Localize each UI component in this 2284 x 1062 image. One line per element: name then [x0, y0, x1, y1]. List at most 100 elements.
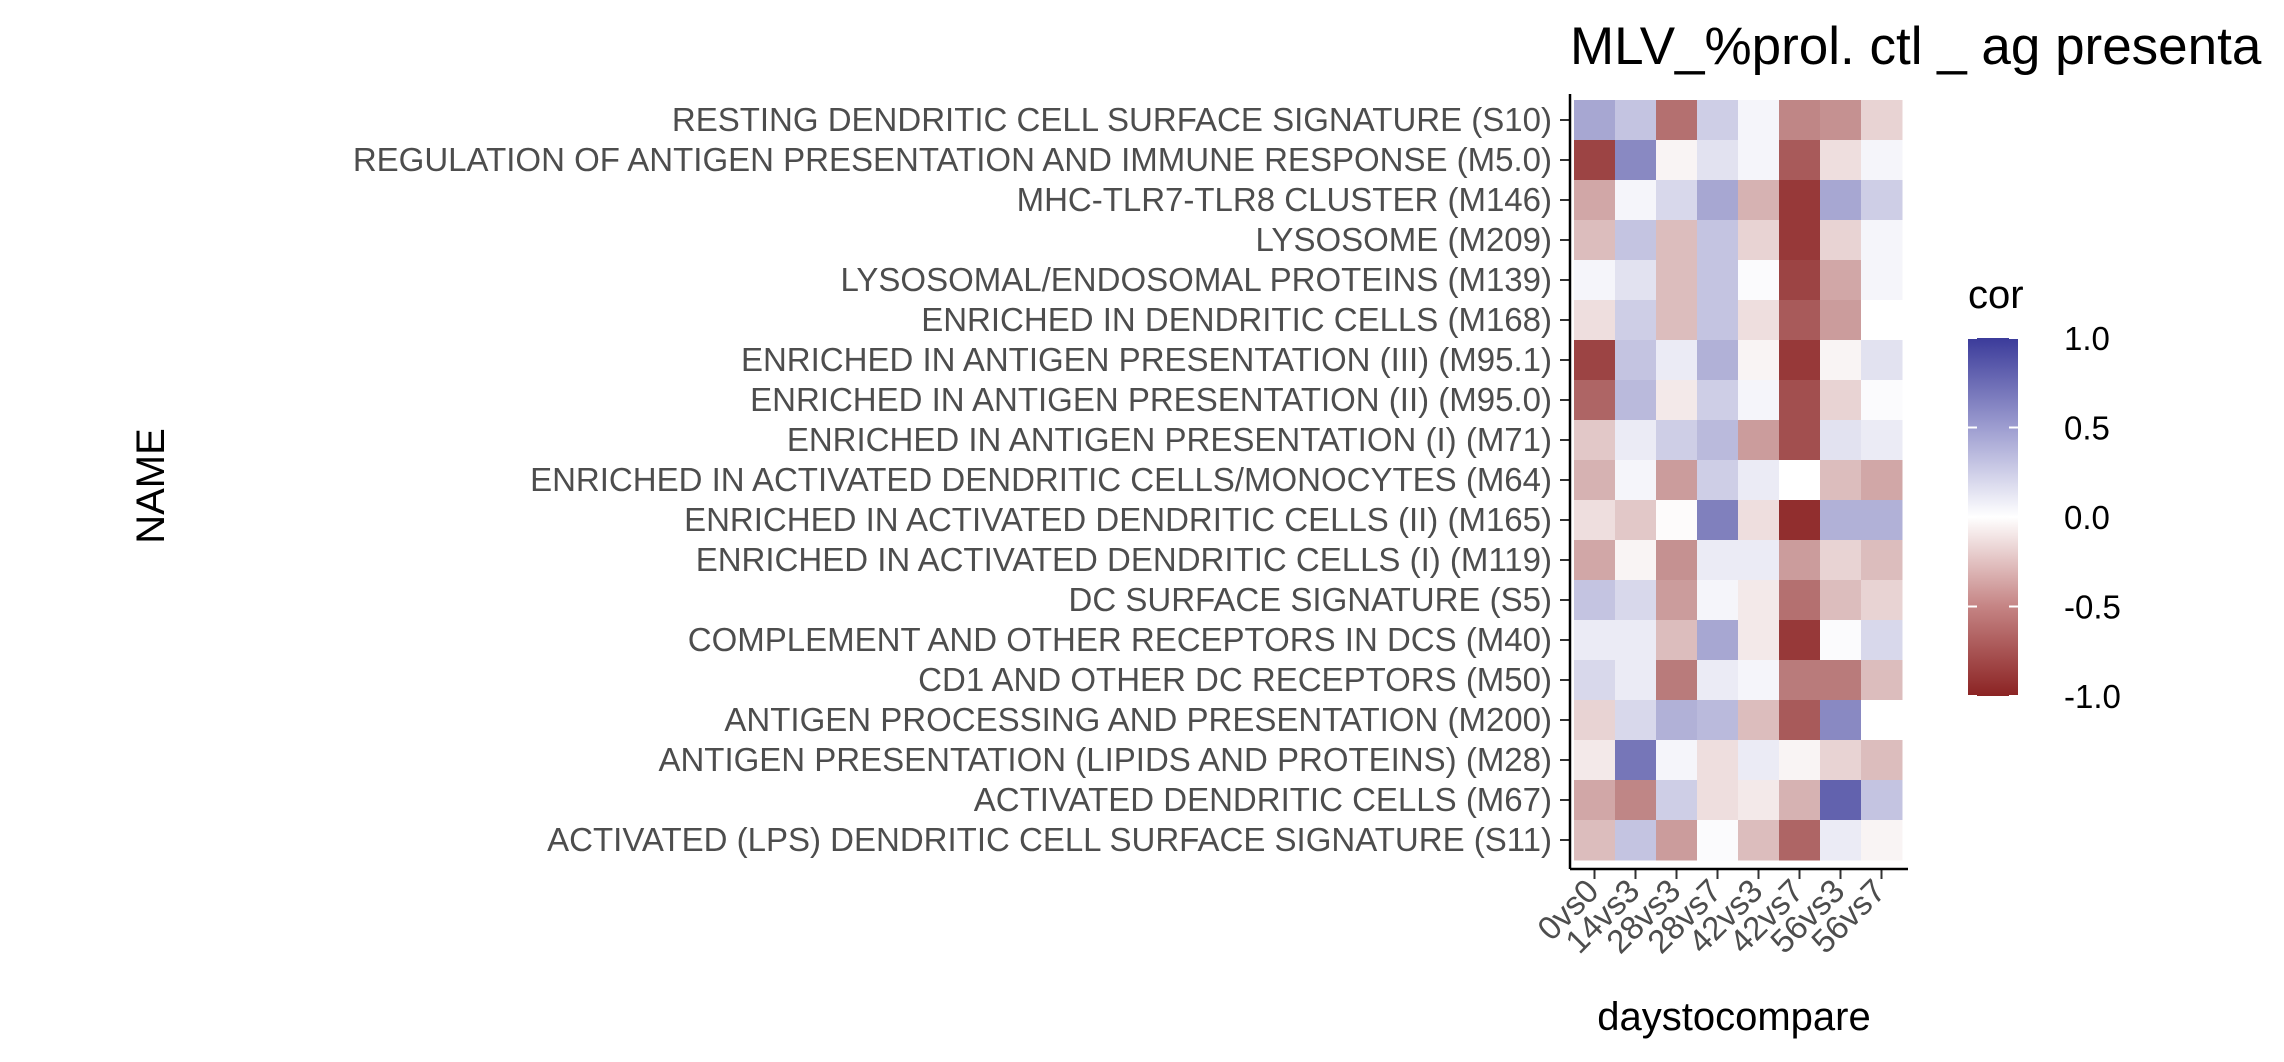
heatmap-cell [1574, 220, 1616, 261]
row-label: DC SURFACE SIGNATURE (S5) [1069, 581, 1552, 618]
heatmap-cell [1738, 180, 1780, 221]
heatmap-cell [1656, 740, 1698, 781]
heatmap-cell [1738, 660, 1780, 701]
heatmap-cell [1656, 340, 1698, 381]
heatmap-cell [1615, 580, 1657, 621]
heatmap-cell [1861, 180, 1903, 221]
heatmap-cell [1820, 620, 1862, 661]
row-label: RESTING DENDRITIC CELL SURFACE SIGNATURE… [672, 101, 1552, 138]
heatmap-cell [1574, 620, 1616, 661]
heatmap-cell [1615, 740, 1657, 781]
heatmap-cell [1779, 180, 1821, 221]
heatmap-cell [1697, 580, 1739, 621]
heatmap-cell [1697, 460, 1739, 501]
heatmap-cell [1574, 580, 1616, 621]
heatmap-cell [1615, 540, 1657, 581]
heatmap-cell [1738, 500, 1780, 541]
heatmap-cell [1820, 220, 1862, 261]
row-label: ENRICHED IN ACTIVATED DENDRITIC CELLS (I… [684, 501, 1552, 538]
row-label: COMPLEMENT AND OTHER RECEPTORS IN DCS (M… [688, 621, 1552, 658]
heatmap-cell [1574, 180, 1616, 221]
y-axis-title: NAME [129, 428, 173, 544]
heatmap-cell [1615, 420, 1657, 461]
heatmap-cell [1820, 700, 1862, 741]
heatmap-cell [1861, 740, 1903, 781]
heatmap-cell [1656, 620, 1698, 661]
legend-label: 0.5 [2064, 410, 2110, 447]
heatmap-cell [1820, 540, 1862, 581]
heatmap-cell [1738, 380, 1780, 421]
heatmap-cell [1615, 820, 1657, 861]
legend-label: 0.0 [2064, 499, 2110, 536]
heatmap-cell [1697, 700, 1739, 741]
row-label: ENRICHED IN DENDRITIC CELLS (M168) [921, 301, 1552, 338]
heatmap-cell [1820, 740, 1862, 781]
heatmap-cell [1615, 340, 1657, 381]
heatmap-cell [1861, 100, 1903, 141]
heatmap-cell [1656, 380, 1698, 421]
heatmap-cell [1738, 260, 1780, 301]
heatmap-cell [1779, 580, 1821, 621]
legend-label: -0.5 [2064, 589, 2121, 626]
row-label: ANTIGEN PRESENTATION (LIPIDS AND PROTEIN… [658, 741, 1552, 778]
heatmap-cell [1820, 580, 1862, 621]
heatmap-cell [1656, 420, 1698, 461]
heatmap-cell [1779, 300, 1821, 341]
heatmap-cell [1574, 460, 1616, 501]
heatmap-cell [1779, 780, 1821, 821]
heatmap-cell [1820, 500, 1862, 541]
row-label: ENRICHED IN ACTIVATED DENDRITIC CELLS/MO… [530, 461, 1552, 498]
heatmap-cell [1656, 220, 1698, 261]
heatmap-cell [1697, 620, 1739, 661]
heatmap-cell [1779, 220, 1821, 261]
heatmap-cell [1697, 140, 1739, 181]
heatmap-cell [1779, 420, 1821, 461]
heatmap-cell [1615, 180, 1657, 221]
heatmap-cell [1574, 300, 1616, 341]
heatmap-cell [1697, 260, 1739, 301]
heatmap-cell [1861, 340, 1903, 381]
heatmap-cell [1615, 300, 1657, 341]
row-labels: RESTING DENDRITIC CELL SURFACE SIGNATURE… [353, 101, 1552, 858]
row-label: ENRICHED IN ANTIGEN PRESENTATION (II) (M… [750, 381, 1552, 418]
heatmap-cell [1615, 260, 1657, 301]
heatmap-cell [1820, 260, 1862, 301]
heatmap-cell [1615, 660, 1657, 701]
heatmap-cell [1697, 740, 1739, 781]
heatmap-cell [1574, 820, 1616, 861]
heatmap-cell [1574, 540, 1616, 581]
heatmap-cell [1820, 660, 1862, 701]
row-label: LYSOSOME (M209) [1256, 221, 1552, 258]
heatmap-cell [1697, 500, 1739, 541]
heatmap-cell [1615, 380, 1657, 421]
heatmap-cell [1738, 780, 1780, 821]
heatmap-cell [1861, 140, 1903, 181]
heatmap-cell [1779, 660, 1821, 701]
heatmap-cell [1615, 220, 1657, 261]
color-legend: cor 1.00.50.0-0.5-1.0 [1968, 273, 2121, 715]
heatmap-cell [1861, 540, 1903, 581]
heatmap-cell [1574, 740, 1616, 781]
heatmap-cell [1738, 420, 1780, 461]
heatmap-cell [1779, 380, 1821, 421]
heatmap-cell [1861, 300, 1903, 341]
heatmap-cell [1861, 380, 1903, 421]
heatmap-cell [1574, 340, 1616, 381]
heatmap-cell [1615, 780, 1657, 821]
heatmap-cell [1697, 100, 1739, 141]
heatmap-cell [1697, 340, 1739, 381]
heatmap-cell [1779, 100, 1821, 141]
heatmap-cell [1861, 660, 1903, 701]
legend-label: 1.0 [2064, 320, 2110, 357]
heatmap-cell [1574, 420, 1616, 461]
heatmap-cell [1656, 780, 1698, 821]
heatmap-cell [1738, 820, 1780, 861]
heatmap-cell [1697, 540, 1739, 581]
heatmap-cell [1861, 460, 1903, 501]
heatmap-cell [1779, 140, 1821, 181]
heatmap-cell [1656, 460, 1698, 501]
heatmap-cell [1820, 820, 1862, 861]
heatmap-cell [1615, 460, 1657, 501]
heatmap-cell [1779, 460, 1821, 501]
